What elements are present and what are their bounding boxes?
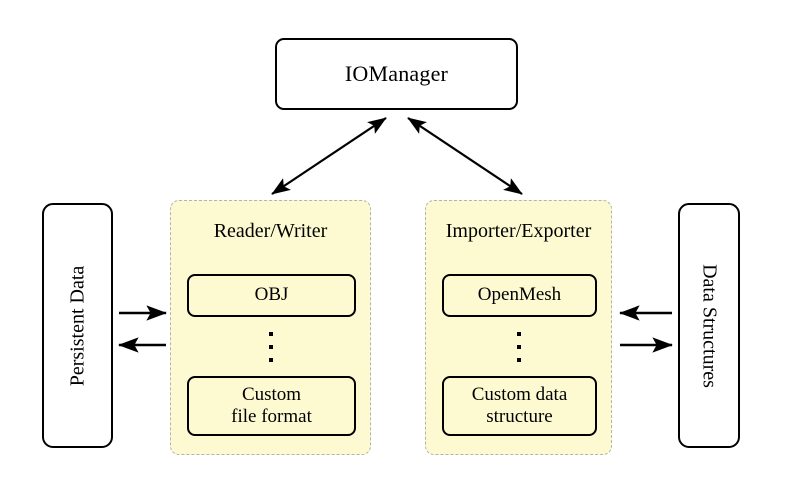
io-manager-node[interactable]: IOManager <box>275 38 518 110</box>
arrow-manager-reader-writer <box>271 117 387 195</box>
reader-writer-item-custom-file-format-label: Custom file format <box>231 383 312 427</box>
reader-writer-ellipsis-icon <box>171 332 370 362</box>
io-manager-label: IOManager <box>344 61 449 86</box>
importer-exporter-panel-title: Importer/Exporter <box>445 220 592 242</box>
persistent-data-node[interactable]: Persistent Data <box>42 203 113 448</box>
reader-writer-item-obj-label: OBJ <box>254 284 289 306</box>
importer-exporter-item-openmesh[interactable]: OpenMesh <box>442 274 597 317</box>
importer-exporter-ellipsis-icon <box>426 332 611 362</box>
persistent-data-label: Persistent Data <box>66 265 88 386</box>
arrow-manager-importer-exporter <box>407 117 523 195</box>
reader-writer-item-obj[interactable]: OBJ <box>187 274 356 317</box>
importer-exporter-panel[interactable]: Importer/Exporter OpenMesh Custom data s… <box>425 200 612 455</box>
reader-writer-panel-title: Reader/Writer <box>213 220 328 242</box>
reader-writer-item-custom-file-format[interactable]: Custom file format <box>187 376 356 436</box>
importer-exporter-item-custom-data-structure-label: Custom data structure <box>471 383 568 427</box>
importer-exporter-item-custom-data-structure[interactable]: Custom data structure <box>442 376 597 436</box>
importer-exporter-item-openmesh-label: OpenMesh <box>477 284 562 306</box>
data-structures-node[interactable]: Data Structures <box>678 203 740 448</box>
reader-writer-panel[interactable]: Reader/Writer OBJ Custom file format <box>170 200 371 455</box>
data-structures-label: Data Structures <box>698 263 721 388</box>
